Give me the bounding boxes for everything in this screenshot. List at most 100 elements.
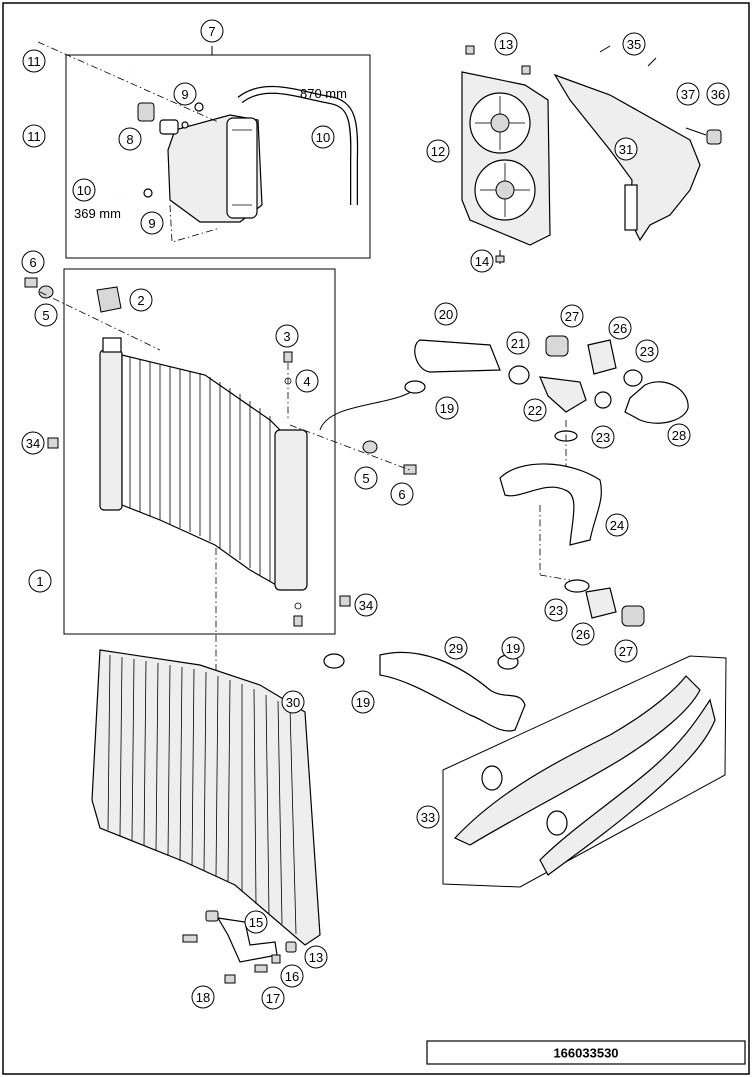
callout-label: 9 [181,87,188,102]
callout-label: 8 [126,132,133,147]
callout-29: 29 [444,636,468,660]
callout-circle [34,303,58,327]
callout-label: 34 [26,436,40,451]
callout-4: 4 [295,369,319,393]
callout-label: 19 [440,401,454,416]
callout-36: 36 [706,82,730,106]
callout-circle [140,211,164,235]
callout-label: 36 [711,87,725,102]
radiator-grille [91,649,321,984]
callout-label: 21 [511,336,525,351]
callout-circle [173,82,197,106]
callout-label: 20 [439,307,453,322]
callout-label: 4 [303,374,310,389]
callout-27: 27 [560,304,584,328]
callout-30: 30 [281,690,305,714]
callout-label: 12 [431,144,445,159]
callout-circle [354,593,378,617]
callout-label: 5 [42,308,49,323]
callout-8: 8 [118,127,142,151]
callout-circle [706,82,730,106]
callout-circle [434,302,458,326]
callout-9: 9 [140,211,164,235]
callout-circle [506,331,530,355]
callout-circle [560,304,584,328]
callout-circle [351,690,375,714]
callout-13: 13 [494,32,518,56]
callout-circle [608,316,632,340]
callout-18: 18 [191,985,215,1009]
callout-circle [280,964,304,988]
callout-circle [614,137,638,161]
callout-label: 23 [640,344,654,359]
callout-label: 18 [196,990,210,1005]
callout-34: 34 [21,431,45,455]
callout-label: 37 [681,87,695,102]
callout-23: 23 [591,425,615,449]
callout-21: 21 [506,331,530,355]
callout-37: 37 [676,82,700,106]
callout-label: 22 [528,403,542,418]
callout-circle [200,19,224,43]
callout-16: 16 [280,964,304,988]
callout-label: 2 [137,293,144,308]
callout-circle [295,369,319,393]
callout-label: 17 [266,991,280,1006]
hose-length-369: 369 mm [74,206,121,221]
callout-circle [635,339,659,363]
tank-group-frame [65,54,371,259]
callout-label: 34 [359,598,373,613]
callout-label: 26 [613,321,627,336]
callout-31: 31 [614,137,638,161]
callout-circle [591,425,615,449]
callout-7: 7 [200,19,224,43]
hoses-and-thermostat [323,335,689,732]
callout-label: 28 [672,428,686,443]
callout-27: 27 [614,639,638,663]
callout-circle [22,124,46,148]
callout-circle [304,945,328,969]
callout-label: 6 [29,255,36,270]
callout-2: 2 [129,288,153,312]
callout-20: 20 [434,302,458,326]
callout-28: 28 [667,423,691,447]
callout-circle [571,622,595,646]
document-number-box: 166033530 [426,1040,746,1065]
fan-shroud-assembly [461,45,551,264]
callout-23: 23 [635,339,659,363]
callout-circle [605,513,629,537]
radiator-group-frame [63,268,336,635]
callout-label: 27 [565,309,579,324]
callout-10: 10 [311,125,335,149]
callout-5: 5 [354,466,378,490]
callout-33: 33 [416,805,440,829]
callout-label: 31 [619,142,633,157]
fan-cover [553,45,722,242]
callout-9: 9 [173,82,197,106]
callout-circle [118,127,142,151]
callout-circle [21,431,45,455]
callout-19: 19 [435,396,459,420]
callout-11: 11 [22,49,46,73]
expansion-tank-group [37,41,371,259]
callout-35: 35 [622,32,646,56]
callout-label: 1 [36,574,43,589]
callout-label: 33 [421,810,435,825]
callout-circle [22,49,46,73]
callout-23: 23 [544,598,568,622]
callout-circle [676,82,700,106]
callout-22: 22 [523,398,547,422]
callout-6: 6 [21,250,45,274]
callout-circle [28,569,52,593]
callout-19: 19 [351,690,375,714]
callout-circle [311,125,335,149]
callout-label: 5 [362,471,369,486]
callout-label: 10 [77,183,91,198]
callout-14: 14 [470,249,494,273]
callout-circle [622,32,646,56]
callout-11: 11 [22,124,46,148]
radiator-group [24,268,421,680]
callout-3: 3 [275,324,299,348]
callout-label: 13 [309,950,323,965]
